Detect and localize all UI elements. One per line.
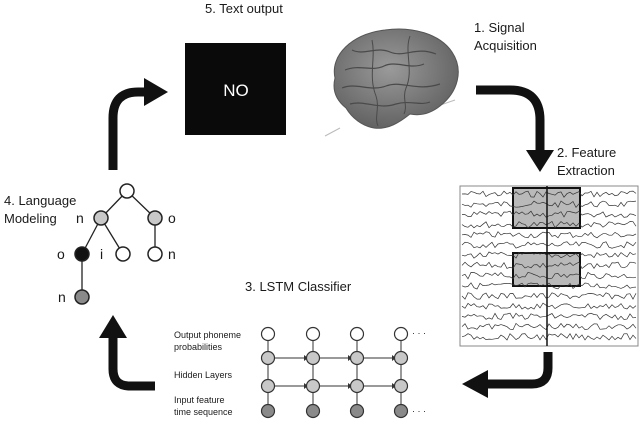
lstm-output-label-line1: Output phoneme (174, 330, 241, 340)
lstm-node (393, 326, 409, 342)
text-output-box (185, 43, 286, 135)
tree-root-node (119, 183, 135, 199)
lstm-node (260, 350, 276, 366)
lstm-hidden-label: Hidden Layers (174, 370, 233, 380)
lstm-node (393, 403, 409, 419)
eeg-trace (461, 282, 637, 290)
lstm-output-label-line2: probabilities (174, 342, 223, 352)
arrow-acquisition-to-extraction (476, 85, 545, 152)
eeg-trace (461, 220, 637, 229)
eeg-trace (461, 333, 637, 341)
arrow-classifier-to-language (108, 336, 155, 391)
arrow-extraction-to-classifier (486, 352, 553, 389)
brain-icon (324, 28, 459, 137)
tree-node-o (147, 210, 163, 226)
eeg-trace (461, 292, 637, 300)
tree-node-i (115, 246, 131, 262)
eeg-trace (461, 210, 637, 218)
lstm-ellipsis-top: · · · (412, 328, 426, 338)
tree-node-n (93, 210, 109, 226)
lstm-node (305, 378, 321, 394)
lstm-ellipsis-bottom: · · · (412, 406, 426, 416)
feature-extraction-label-line1: 2. Feature (557, 145, 616, 160)
tree-letter-left-o: o (57, 246, 65, 262)
eeg-trace (461, 200, 637, 209)
language-tree: n o o i n n (57, 183, 176, 305)
tree-letter-bottom-n: n (58, 289, 66, 305)
signal-acquisition-label-line1: 1. Signal (474, 20, 525, 35)
lstm-node (349, 350, 365, 366)
lstm-node (260, 326, 276, 342)
tree-letter-left-n: n (76, 210, 84, 226)
eeg-traces (461, 190, 637, 341)
lstm-input-label-line2: time sequence (174, 407, 233, 417)
arrow-head-to-classifier (462, 370, 488, 398)
lstm-node (260, 403, 276, 419)
lstm-node (305, 326, 321, 342)
eeg-trace (461, 312, 637, 321)
eeg-trace (461, 231, 637, 239)
arrow-head-to-output (144, 78, 168, 106)
eeg-trace (461, 302, 637, 310)
eeg-trace (461, 190, 637, 198)
feature-extraction-label-line2: Extraction (557, 163, 615, 178)
lstm-node (305, 350, 321, 366)
arrow-head-to-language (99, 315, 127, 338)
lstm-node (349, 378, 365, 394)
lstm-classifier-title: 3. LSTM Classifier (245, 279, 352, 294)
lstm-node (393, 378, 409, 394)
eeg-trace (461, 322, 637, 331)
lstm-grid (260, 326, 409, 419)
tree-letter-right-o: o (168, 210, 176, 226)
arrow-language-to-output (108, 87, 146, 170)
lstm-input-label-line1: Input feature (174, 395, 225, 405)
language-modeling-label-line2: Modeling (4, 211, 57, 226)
eeg-trace (461, 251, 637, 259)
eeg-trace (461, 261, 637, 270)
signal-acquisition-label-line2: Acquisition (474, 38, 537, 53)
lstm-node (305, 403, 321, 419)
lstm-node (260, 378, 276, 394)
text-output-word: NO (223, 81, 249, 100)
lstm-node (349, 326, 365, 342)
language-modeling-label-line1: 4. Language (4, 193, 76, 208)
tree-letter-i: i (100, 246, 103, 262)
eeg-trace (461, 241, 637, 249)
arrow-head-to-extraction (526, 150, 554, 172)
lstm-node (349, 403, 365, 419)
tree-node-bottom-n (74, 289, 90, 305)
tree-node-leaf-n (147, 246, 163, 262)
eeg-panel (459, 185, 639, 347)
eeg-trace (461, 271, 637, 280)
tree-letter-right-n: n (168, 246, 176, 262)
tree-node-o-selected (74, 246, 90, 262)
text-output-title: 5. Text output (205, 1, 283, 16)
lstm-node (393, 350, 409, 366)
